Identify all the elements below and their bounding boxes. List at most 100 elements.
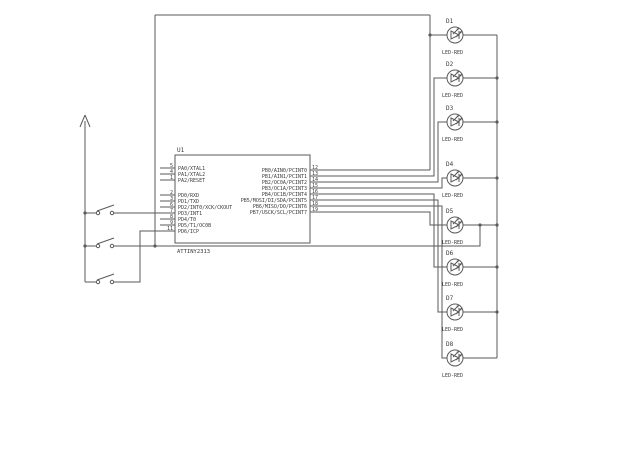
led-body[interactable] [446,216,464,234]
arrowhead-icon [456,171,459,174]
switch-lever-icon [96,273,115,281]
led-ref: D3 [446,105,454,112]
led-ref: D7 [446,295,454,302]
junction-dot [153,244,157,248]
pin-name: PB0/AIN0/PCINT0 [262,168,307,174]
led-body[interactable] [446,69,464,87]
diode-triangle-icon [450,30,461,40]
led-d2[interactable]: D2 LED-RED [442,61,464,99]
led-body[interactable] [446,26,464,44]
pin-stubs-right [310,169,325,213]
led-type: LED-RED [442,193,463,199]
pin-number: 13 [312,171,318,177]
pin-number: 11 [167,226,173,232]
diode-triangle-icon [450,173,461,183]
led-d8[interactable]: D8 LED-RED [442,341,464,379]
switch-3[interactable] [85,273,115,285]
pin-name: PB6/MISO/DO/PCINT6 [253,204,307,210]
pin-name: PB3/OC1A/PCINT3 [262,186,307,192]
arrowhead-icon [456,305,459,308]
diode-triangle-icon [450,73,461,83]
pin-name: PA0/XTAL1 [178,166,205,172]
switch-1[interactable] [85,204,115,216]
led-ref: D6 [446,250,454,257]
led-d6[interactable]: D6 LED-RED [442,250,464,288]
arrowhead-icon [456,71,459,74]
led-body[interactable] [446,349,464,367]
led-ref: D5 [446,208,454,215]
pin-name: PB2/OC0A/PCINT2 [262,180,307,186]
pin-name: PD2/INT0/XCK/CKOUT [178,205,232,211]
switch-terminal [109,243,115,249]
wire [325,121,447,183]
pin-name: PB1/AIN1/PCINT1 [262,174,307,180]
wire [114,230,160,283]
switch-terminal [95,279,101,285]
pin-number: 3 [170,196,173,202]
power-up-arrow-icon [79,114,91,128]
pin-number: 8 [170,214,173,220]
mcu-u1[interactable]: U1 ATTINY2313 5 4 1 2 3 6 7 8 9 11 PA0/X… [160,147,325,255]
led-body[interactable] [446,303,464,321]
diode-triangle-icon [450,220,461,230]
arrowhead-icon [459,118,462,121]
led-body[interactable] [446,113,464,131]
led-ref: D1 [446,18,454,25]
wire [325,211,447,226]
switch-terminal [109,279,115,285]
chip-left-pins: 5 4 1 2 3 6 7 8 9 11 PA0/XTAL1 PA1/XTAL2… [160,163,232,235]
switch-2[interactable] [85,237,115,249]
led-d3[interactable]: D3 LED-RED [442,105,464,143]
arrowhead-icon [456,260,459,263]
led-ref: D4 [446,161,454,168]
pin-name: PD3/INT1 [178,211,202,217]
pin-name: PA2/RESET [178,178,205,184]
switch-terminal [95,210,101,216]
arrowhead-icon [456,218,459,221]
switch-terminal [109,210,115,216]
chip-body[interactable] [174,154,311,244]
pin-number: 19 [312,207,318,213]
led-d5[interactable]: D5 LED-RED [442,208,464,246]
junction-dot [495,120,499,124]
pin-number: 5 [170,163,173,169]
led-d1[interactable]: D1 LED-RED [442,18,464,56]
switch-lever-icon [96,237,115,245]
chip-part: ATTINY2313 [177,249,210,255]
arrowhead-icon [459,174,462,177]
pin-name: PB7/USCK/SCL/PCINT7 [250,210,307,216]
led-body[interactable] [446,258,464,276]
junction-dot [495,76,499,80]
chip-right-pins: 12 13 14 15 16 17 18 19 PB0/AIN0/PCINT0 … [241,165,325,216]
pin-number: 4 [170,169,173,175]
chip-ref: U1 [177,147,185,154]
junction-dot [428,33,432,37]
led-type: LED-RED [442,373,463,379]
led-d7[interactable]: D7 LED-RED [442,295,464,333]
led-type: LED-RED [442,137,463,143]
pin-number: 14 [312,177,318,183]
led-d4[interactable]: D4 LED-RED [442,161,464,199]
led-body[interactable] [446,169,464,187]
junction-dot [495,176,499,180]
pin-name: PB5/MOSI/DI/SDA/PCINT5 [241,198,307,204]
arrowhead-icon [459,354,462,357]
arrowhead-icon [459,31,462,34]
wire [325,77,447,177]
pin-number: 12 [312,165,318,171]
wire [325,199,447,313]
led-type: LED-RED [442,93,463,99]
pin-number: 1 [170,175,173,181]
pin-number: 15 [312,183,318,189]
diode-triangle-icon [450,262,461,272]
led-type: LED-RED [442,327,463,333]
pin-number: 9 [170,220,173,226]
led-type: LED-RED [442,50,463,56]
pin-name: PD6/ICP [178,229,199,235]
pin-name: PA1/XTAL2 [178,172,205,178]
pin-name: PD1/TXD [178,199,199,205]
switch-lever-icon [96,204,115,212]
pin-name: PB4/OC1B/PCINT4 [262,192,307,198]
